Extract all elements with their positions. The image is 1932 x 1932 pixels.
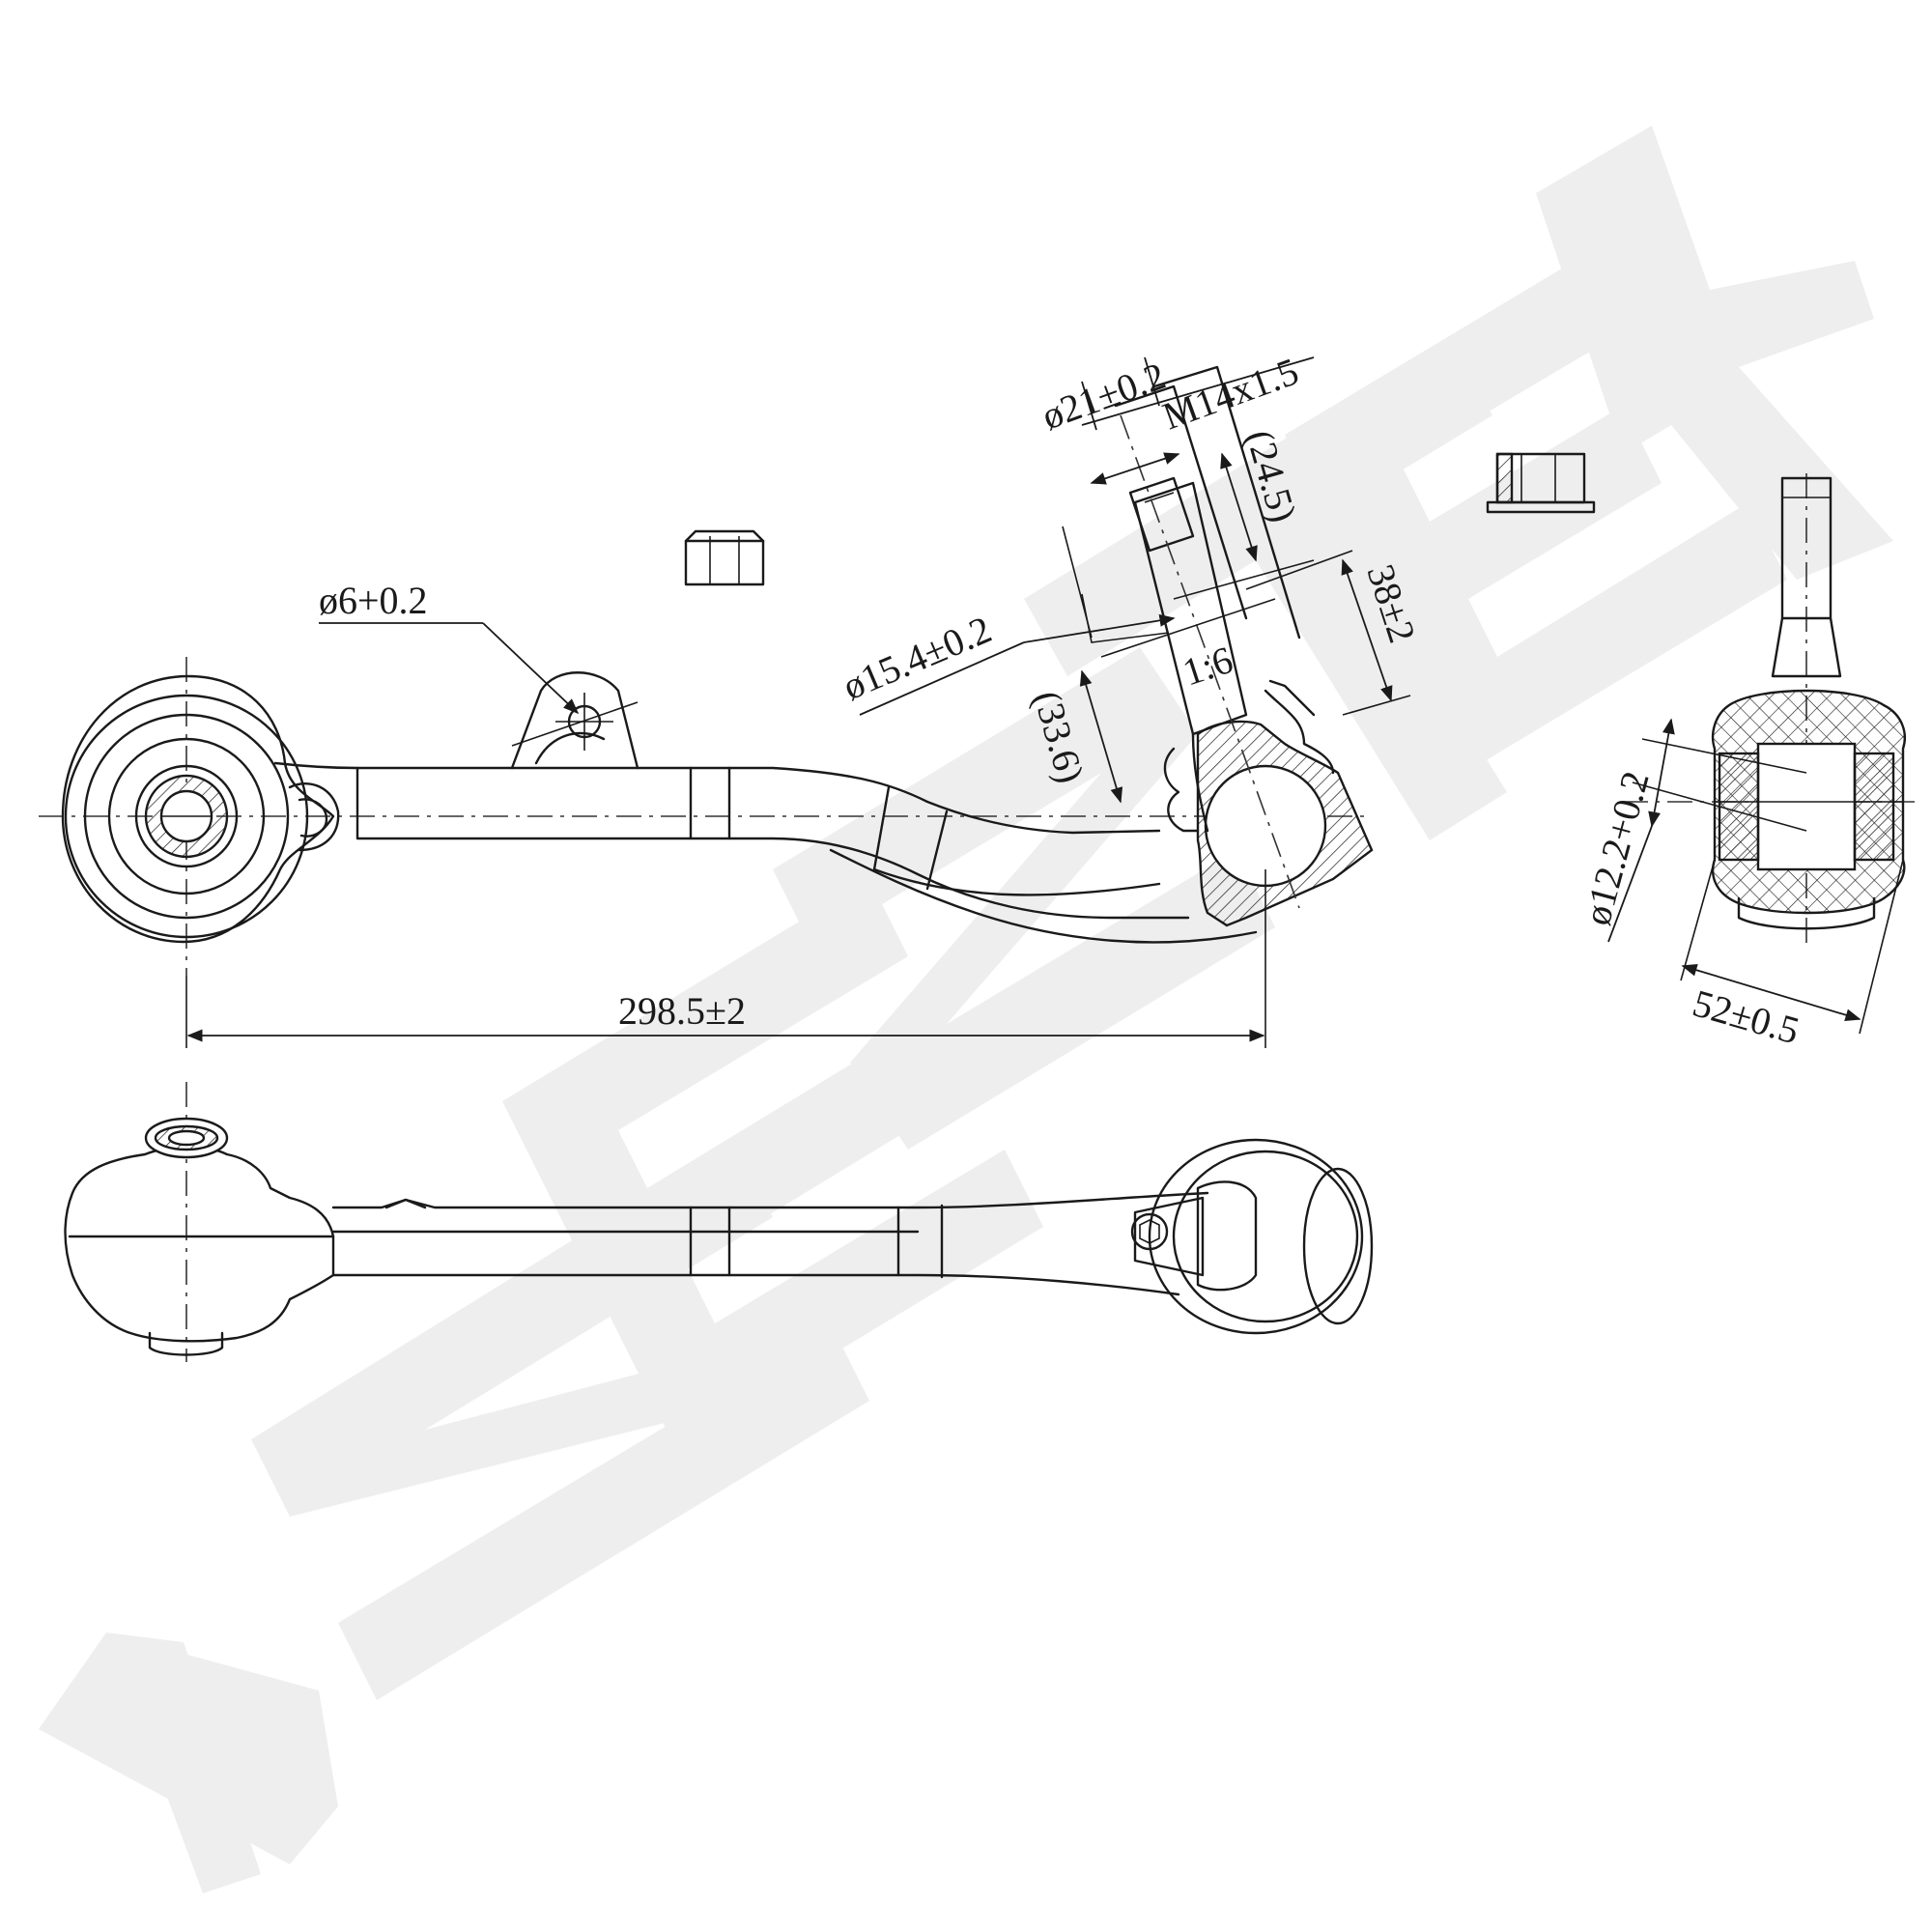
detail-bushing-right-insert xyxy=(1853,752,1895,862)
detail-width-ext-2 xyxy=(1859,859,1904,1035)
nut-small xyxy=(684,529,765,586)
side-ball-joint-outer xyxy=(1148,1138,1364,1335)
dim-stud-ext-2 xyxy=(1144,356,1160,407)
dim-stud-diameter: ø21±0.2 xyxy=(1037,354,1171,438)
boot-left-fold xyxy=(1163,747,1200,833)
detail-bushing-sleeve xyxy=(1756,742,1857,871)
watermark-letter-e xyxy=(502,879,1043,1449)
dim-thread: M14x1.5 xyxy=(1157,349,1304,438)
arm-inner-contour xyxy=(872,867,1161,896)
dim-taper-diameter: ø15.4±0.2 xyxy=(837,608,998,709)
dim-stud-ext-1 xyxy=(1081,381,1097,431)
dim-taper-leader xyxy=(859,641,1025,716)
dim-stud-length-line xyxy=(1220,452,1258,562)
side-ball-joint-inner xyxy=(1172,1150,1359,1323)
nut-flange xyxy=(1486,452,1596,514)
side-ball-stud-neck xyxy=(1196,1180,1258,1292)
mounting-tab xyxy=(510,671,639,770)
ball-stud-shaft xyxy=(1133,481,1248,736)
nut-small-body xyxy=(684,539,765,586)
dim-bushing-width: 52±0.5 xyxy=(1689,980,1804,1052)
bushing-ring-3 xyxy=(107,737,266,895)
arm-section-line-4 xyxy=(925,810,949,891)
side-arm-lower xyxy=(331,1273,1180,1296)
arm-lower-edge xyxy=(355,766,1190,920)
side-bushing-bottom xyxy=(148,1331,224,1356)
dim-thread-extension xyxy=(1081,356,1315,426)
ball-stud-cross-2 xyxy=(1173,559,1315,600)
dim-ball-ext-1 xyxy=(1245,550,1353,590)
dim-bushing-bore: ø12.2+0.2 xyxy=(1575,767,1658,930)
dim-ball-height-line xyxy=(1341,558,1393,702)
mounting-tab-inner xyxy=(534,731,606,765)
bushing-ring-4 xyxy=(134,764,239,868)
watermark-chevron-arm xyxy=(106,1633,261,1893)
arm-section-line-3 xyxy=(872,785,891,871)
nut-flange-base xyxy=(1486,500,1596,514)
bushing-ring-2 xyxy=(83,713,290,920)
watermark-letter-e2 xyxy=(1285,232,1787,782)
dim-taper-leader-2 xyxy=(1023,613,1176,643)
dim-taper-length-line xyxy=(1079,669,1123,804)
detail-bushing-bottom xyxy=(1737,896,1876,930)
watermark-letter-k xyxy=(1536,126,1893,580)
detail-bore-leader xyxy=(1607,825,1653,943)
arm-neck-bump xyxy=(288,782,340,852)
mounting-hole-axis xyxy=(511,701,639,747)
ball-stud-outline-right xyxy=(1152,365,1301,639)
dim-hole-diameter: ø6+0.2 xyxy=(319,579,428,622)
watermark-logo xyxy=(39,126,1893,1893)
boot-top xyxy=(1268,679,1316,717)
taper-ratio-triangle xyxy=(1081,593,1170,643)
ball-joint-ball xyxy=(1204,764,1327,888)
dim-arm-length: 298.5±2 xyxy=(618,989,746,1033)
nut-flange-section xyxy=(1495,452,1514,504)
detail-bushing-left-insert xyxy=(1718,752,1760,862)
side-bushing-top-bore xyxy=(167,1129,206,1147)
arm-lower-edge-2 xyxy=(829,848,1258,944)
arm-neck-bump-inner xyxy=(298,798,328,838)
detail-width-ext-1 xyxy=(1680,859,1716,981)
dim-stud-diameter-line xyxy=(1090,452,1180,485)
nut-small-top xyxy=(684,529,765,543)
side-ball-stud-shaft xyxy=(1133,1196,1205,1277)
boot-right-fold xyxy=(1264,689,1335,775)
detail-bore-dim-line xyxy=(1648,718,1675,828)
detail-stud-taper xyxy=(1771,616,1842,678)
watermark-letter-z xyxy=(251,1140,869,1700)
side-ball-joint-cap xyxy=(1302,1167,1374,1325)
side-hex-socket-inner xyxy=(1139,1219,1160,1244)
detail-width-dim-line xyxy=(1681,963,1861,1022)
side-hex-socket xyxy=(1130,1212,1169,1251)
arm-upper-edge xyxy=(273,761,1161,835)
watermark-letter-n xyxy=(773,647,1275,1150)
bushing-ring-1 xyxy=(64,694,309,939)
dim-ball-ext-2 xyxy=(1342,695,1411,716)
side-bushing-body xyxy=(64,1146,335,1343)
ball-joint-neck xyxy=(1191,732,1209,833)
dim-hole-leader xyxy=(482,622,580,715)
dim-taper-ratio: 1:6 xyxy=(1178,638,1238,695)
side-arm-notch xyxy=(384,1198,427,1209)
ball-stud-hex-line xyxy=(1144,492,1175,503)
side-view-control-arm xyxy=(64,1082,1374,1362)
ball-stud-cross-1 xyxy=(1100,598,1276,658)
